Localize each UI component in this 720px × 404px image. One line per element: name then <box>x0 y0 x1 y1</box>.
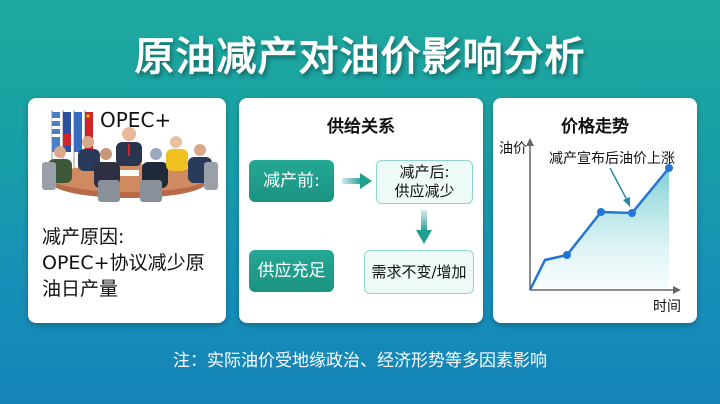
price-trend-card: 价格走势 油价 减产宣布后油价上涨 时间 <box>493 98 697 323</box>
demand-box: 需求不变/增加 <box>364 250 474 294</box>
page-title: 原油减产对油价影响分析 <box>134 34 586 80</box>
demand-label: 需求不变/增加 <box>371 262 467 281</box>
reduction-reason-text: 减产原因: OPEC+协议减少原 油日产量 <box>42 224 218 302</box>
price-trend-chart <box>526 138 681 294</box>
reason-line: 油日产量 <box>42 278 119 300</box>
footnote: 注：实际油价受地缘政治、经济形势等多因素影响 <box>173 351 547 371</box>
annotation-text: 减产宣布后油价上涨 <box>549 151 675 167</box>
supply-reduced-label: 供应减少 <box>394 182 455 200</box>
opec-meeting-illustration <box>42 110 218 202</box>
x-axis-label: 时间 <box>653 299 681 315</box>
price-line <box>528 167 670 291</box>
right-arrow-icon <box>342 173 372 189</box>
reason-line: 减产原因: <box>42 226 125 248</box>
down-arrow-icon <box>416 210 432 244</box>
supply-demand-title: 供给关系 <box>327 117 395 137</box>
reason-card: OPEC+ 减产原因: OPEC+协议减少原 油日产量 <box>28 98 226 323</box>
before-reduction-box: 减产前: <box>249 160 334 202</box>
price-trend-title: 价格走势 <box>561 117 629 137</box>
supply-demand-card: 供给关系 减产前: 减产后:供应减少 供应充足 需求不变/增加 <box>239 98 483 323</box>
after-label: 减产后: <box>399 163 450 181</box>
y-axis-label: 油价 <box>499 141 527 157</box>
supply-ample-box: 供应充足 <box>249 250 334 292</box>
annotation-arrow-icon <box>609 167 629 203</box>
before-label: 减产前: <box>263 170 320 191</box>
opec-label: OPEC+ <box>100 108 172 132</box>
after-reduction-box: 减产后:供应减少 <box>376 160 473 204</box>
supply-ample-label: 供应充足 <box>257 260 326 281</box>
reason-line: OPEC+协议减少原 <box>42 252 205 274</box>
